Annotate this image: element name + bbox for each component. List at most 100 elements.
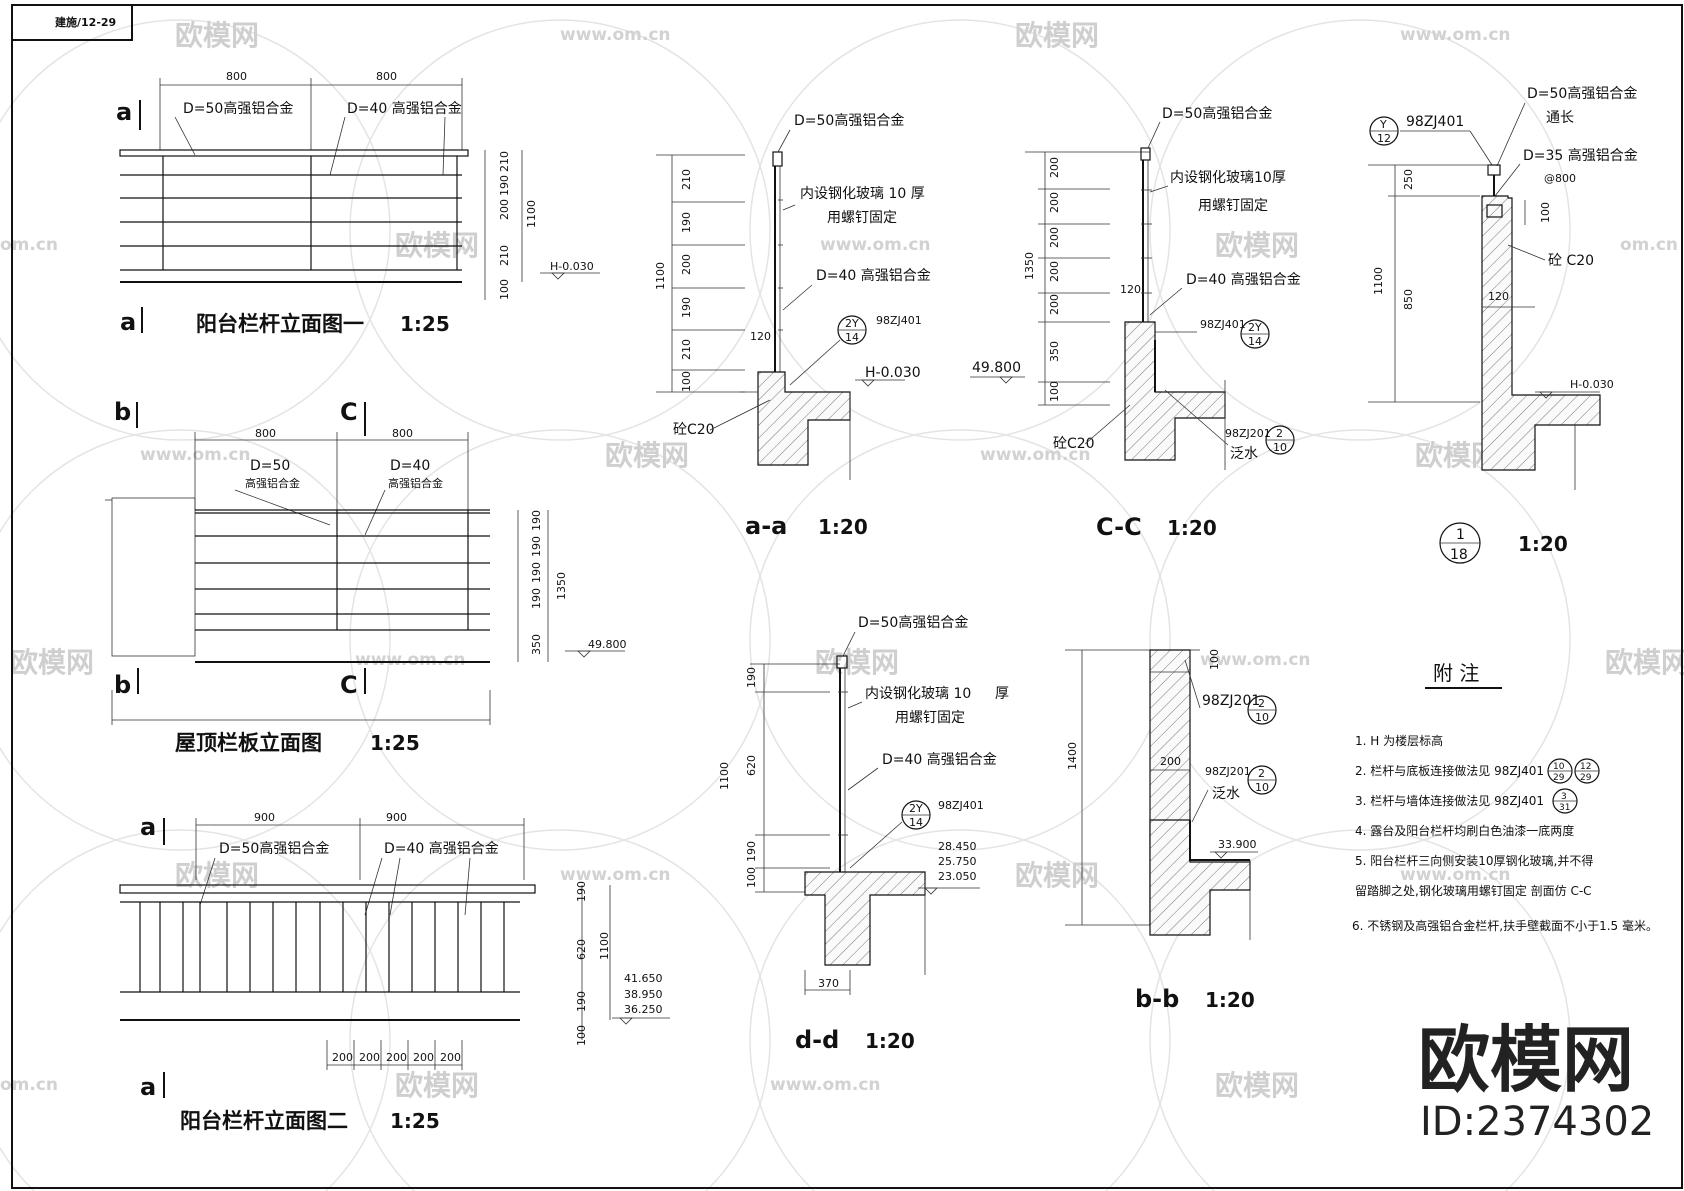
watermark-logo: 欧模网 — [395, 1069, 479, 1102]
dim-total: 1100 — [598, 932, 611, 960]
label-glass: 内设钢化玻璃 10 — [865, 685, 971, 702]
dim-total: 1100 — [718, 762, 731, 790]
dim-height: 190 — [680, 212, 693, 233]
level-mark: 38.950 — [624, 988, 663, 1001]
label-d50: D=50高强铝合金 — [1527, 85, 1637, 102]
detail-title-den: 18 — [1450, 547, 1468, 563]
note-item: 留踏脚之处,钢化玻璃用螺钉固定 剖面仿 C-C — [1355, 883, 1592, 898]
watermark-logo: 欧模网 — [175, 859, 259, 892]
level-mark: 49.800 — [972, 360, 1021, 376]
brand-id: ID:2374302 — [1420, 1099, 1654, 1145]
ref-std: 98ZJ201 — [1202, 693, 1260, 709]
section-mark-a-top: a — [140, 813, 156, 841]
concrete-label: 砼C20 — [673, 422, 715, 438]
watermark-url: www.om.cn — [355, 650, 466, 670]
dim-height: 190 — [680, 297, 693, 318]
dim-height: 190 — [575, 881, 588, 902]
dim-width: 900 — [254, 811, 275, 824]
watermark-url: www.om.cn — [980, 445, 1091, 465]
watermark-url: www.om.cn — [770, 1075, 881, 1095]
section-title: a-a — [745, 512, 787, 540]
sheet-number: 建施/12-29 — [55, 15, 116, 29]
balusters — [139, 902, 505, 992]
dim-370: 370 — [818, 977, 839, 990]
watermark-url: www.om.cn — [1400, 25, 1511, 45]
parapet-concrete — [1481, 195, 1601, 471]
dim-total: 1350 — [1023, 252, 1036, 280]
watermark-logo: 欧模网 — [1605, 646, 1684, 679]
section-title: C-C — [1096, 513, 1142, 541]
level-mark: H-0.030 — [550, 260, 594, 273]
dim-height: 850 — [1402, 289, 1415, 310]
balcony-elevation-1: a a 800 800 D=50高强铝合金 D=40 高强铝合金 210 190… — [116, 70, 600, 336]
section-mark-c-bottom: C — [340, 671, 358, 699]
label-d50: D=50 — [250, 458, 290, 474]
section-title: b-b — [1135, 985, 1179, 1013]
ref-den: 14 — [845, 331, 859, 344]
detail-scale: 1:20 — [1518, 532, 1568, 556]
dim-width: 200 — [440, 1051, 461, 1064]
ref-num: 2 — [1258, 767, 1265, 780]
label-d40: D=40 高强铝合金 — [347, 100, 462, 117]
watermark-logo: 欧模网 — [815, 646, 899, 679]
dim-width: 800 — [255, 427, 276, 440]
label-d50: D=50高强铝合金 — [219, 840, 329, 857]
flash-label: 泛水 — [1230, 446, 1258, 462]
ref-std: 98ZJ201 — [1205, 765, 1251, 778]
flash-label: 泛水 — [1212, 786, 1240, 802]
flashing — [1189, 820, 1250, 861]
label-d50: D=50高强铝合金 — [794, 112, 904, 129]
note-item: 6. 不锈钢及高强铝合金栏杆,扶手壁截面不小于1.5 毫米。 — [1352, 918, 1658, 933]
section-a-a: 210 190 200 190 210 100 1100 D=50高强铝合金 内… — [654, 112, 931, 540]
watermark-logo: 欧模网 — [1215, 229, 1299, 262]
section-mark-a-bottom: a — [120, 308, 136, 336]
label-d50-sub: 通长 — [1546, 110, 1574, 126]
ref-std: 98ZJ401 — [1406, 114, 1464, 130]
section-scale: 1:20 — [865, 1029, 915, 1053]
flash-std: 98ZJ201 — [1225, 427, 1271, 440]
watermark-url: www.om.cn — [820, 235, 931, 255]
view-title: 屋顶栏板立面图 — [175, 731, 322, 755]
note-ref-num: 12 — [1580, 762, 1591, 772]
dim-height: 1400 — [1066, 742, 1079, 770]
section-scale: 1:20 — [1167, 516, 1217, 540]
dim-height: 210 — [680, 169, 693, 190]
ref-den: 14 — [909, 816, 923, 829]
brand-logo: 欧模网 — [1418, 1018, 1634, 1102]
dim-height: 350 — [1048, 341, 1061, 362]
label-d40: D=40 高强铝合金 — [1186, 271, 1301, 288]
dim-120: 120 — [1488, 290, 1509, 303]
view-title: 阳台栏杆立面图一 — [196, 312, 364, 336]
ref-den: 10 — [1255, 781, 1269, 794]
section-scale: 1:20 — [818, 515, 868, 539]
note-ref-den: 29 — [1580, 773, 1592, 783]
dim-total: 1350 — [555, 572, 568, 600]
view-scale: 1:25 — [370, 731, 420, 755]
note-ref-num: 10 — [1553, 762, 1565, 772]
watermark-url: www.om.cn — [1400, 865, 1511, 885]
section-mark-b-top: b — [114, 398, 131, 426]
roof-parapet-elevation: b C b C 800 800 D=50 高强铝合金 D=40 高强铝合金 — [105, 398, 627, 755]
watermark-logo: 欧模网 — [605, 439, 689, 472]
dim-120: 120 — [750, 330, 771, 343]
view-title: 阳台栏杆立面图二 — [180, 1109, 348, 1133]
dim-height: 190 — [530, 562, 543, 583]
dim-width: 200 — [332, 1051, 353, 1064]
ref-std: 98ZJ401 — [1200, 318, 1246, 331]
watermark-logo: 欧模网 — [175, 19, 259, 52]
level-mark: 49.800 — [588, 638, 627, 651]
dim-height: 250 — [1402, 169, 1415, 190]
dim-total: 1100 — [525, 200, 538, 228]
level-mark: 33.900 — [1218, 838, 1257, 851]
dim-height: 350 — [530, 634, 543, 655]
handrail — [119, 149, 469, 157]
label-d40: D=40 高强铝合金 — [816, 267, 931, 284]
dim-height: 190 — [575, 991, 588, 1012]
dim-width: 200 — [359, 1051, 380, 1064]
ref-den: 10 — [1255, 711, 1269, 724]
label-glass-fix: 用螺钉固定 — [827, 210, 897, 226]
dim-height: 620 — [745, 755, 758, 776]
section-scale: 1:20 — [1205, 988, 1255, 1012]
note-item: 5. 阳台栏杆三向侧安装10厚钢化玻璃,并不得 — [1355, 853, 1593, 868]
watermark-url: om.cn — [0, 1075, 58, 1095]
